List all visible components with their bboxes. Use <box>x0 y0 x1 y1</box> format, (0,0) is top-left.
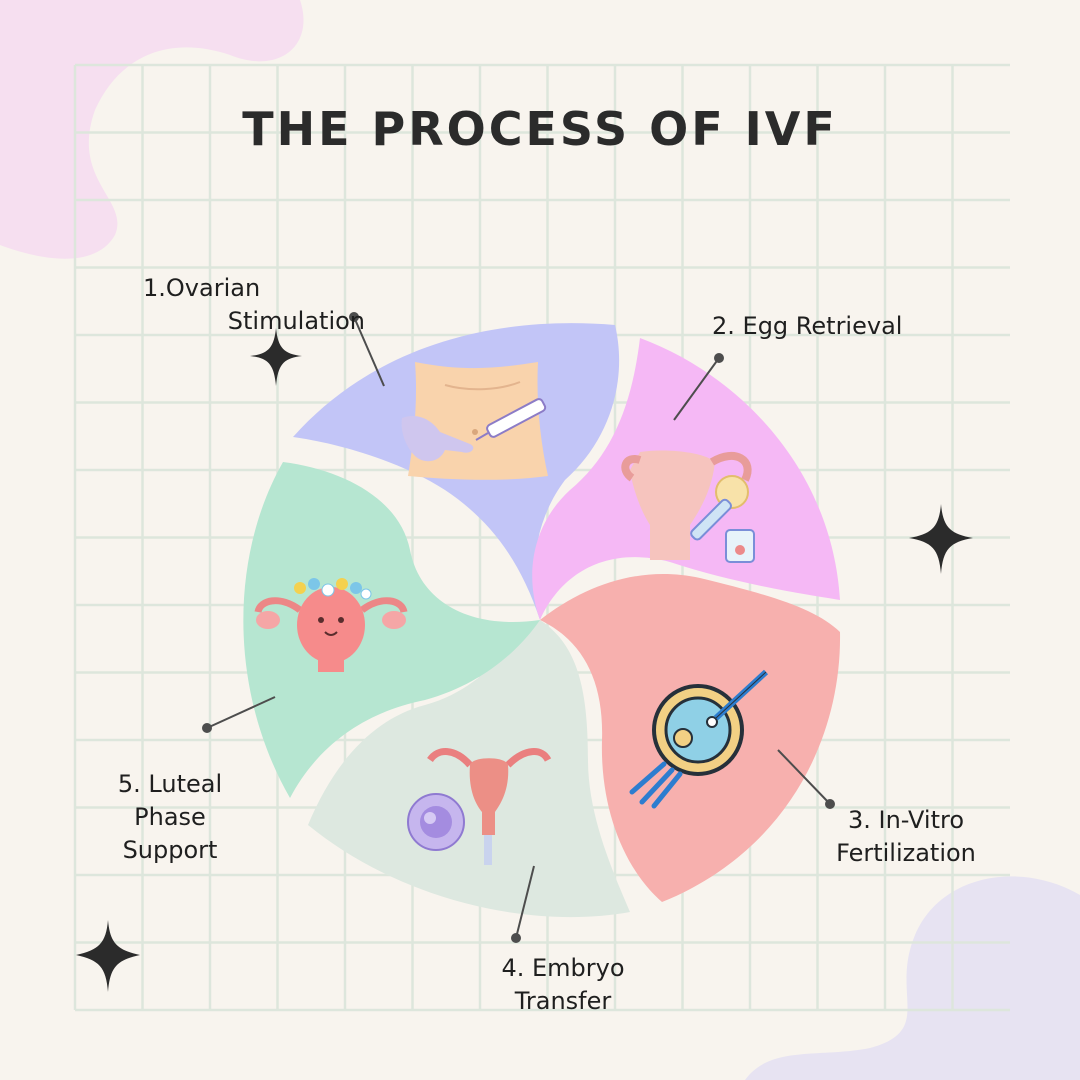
step-label-luteal-phase-support: 5. Luteal Phase Support <box>117 770 223 864</box>
leader-line-3 <box>777 749 831 805</box>
step-label-egg-retrieval: 2. Egg Retrieval <box>712 312 903 340</box>
segment-luteal-phase-support <box>243 462 540 798</box>
page-title: THE PROCESS OF IVF <box>242 102 838 156</box>
leader-lines <box>202 312 835 943</box>
step-label-in-vitro-fertilization: 3. In-Vitro Fertilization <box>836 806 976 867</box>
leader-line-4 <box>515 865 535 939</box>
leader-line-5 <box>206 696 276 729</box>
sparkle-icon <box>250 328 302 386</box>
uterus-embryo-icon <box>407 748 552 865</box>
segment-embryo-transfer <box>308 620 630 918</box>
step-label-ovarian-stimulation: 1.Ovarian Stimulation <box>143 274 365 335</box>
abdomen-injection-icon <box>401 362 548 480</box>
leader-line-1 <box>353 316 385 387</box>
icsi-petri-dish-icon <box>629 669 769 809</box>
leader-line-2 <box>673 357 720 421</box>
happy-uterus-flowers-icon <box>254 578 408 672</box>
step-label-embryo-transfer: 4. Embryo Transfer <box>501 954 625 1015</box>
sparkle-icon <box>76 920 140 992</box>
lilac-blob <box>745 876 1080 1080</box>
uterus-syringe-icon <box>621 450 755 563</box>
sparkle-icon <box>909 504 973 574</box>
